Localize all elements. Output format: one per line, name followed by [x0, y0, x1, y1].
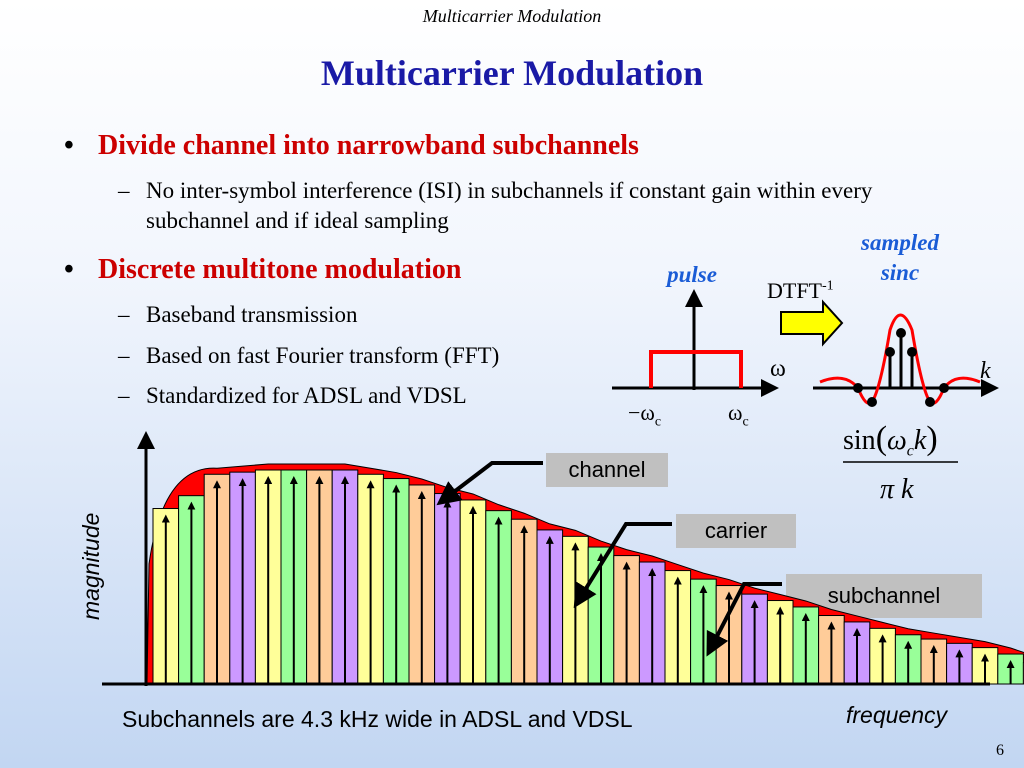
formula-k: k: [913, 425, 927, 456]
dtft-superscript: -1: [822, 278, 834, 294]
subchannel-callout-arrow: [706, 582, 782, 657]
sinc-sample-dot: [867, 397, 877, 407]
sampled-sinc-line2: sinc: [880, 260, 920, 285]
sinc-formula-numerator: sin(ωck): [843, 420, 938, 460]
formula-pi: π: [880, 474, 895, 505]
formula-c: c: [906, 442, 914, 460]
bullet-2-text: Discrete multitone modulation: [98, 254, 462, 285]
sub-bullet-1-1-text: No inter-symbol interference (ISI) in su…: [146, 178, 873, 233]
formula-den-k: k: [901, 474, 914, 505]
dtft-text: DTFT: [767, 278, 822, 303]
slide-header: Multicarrier Modulation: [422, 6, 602, 26]
k-axis-label: k: [980, 358, 991, 384]
omega-c-text: ω: [728, 400, 743, 425]
rect-pulse: [649, 350, 743, 388]
subchannel-callout: subchannel: [786, 574, 982, 618]
sub-bullet-2-2: –Based on fast Fourier transform (FFT): [118, 341, 499, 371]
sub-bullet-2-1: –Baseband transmission: [118, 300, 357, 330]
dash-marker: –: [118, 178, 130, 203]
sub-bullet-2-3-text: Standardized for ADSL and VDSL: [146, 383, 467, 408]
neg-omega-c-label: −ωc: [628, 400, 661, 430]
sinc-sample-dot: [907, 347, 917, 357]
sinc-sample-dot: [885, 347, 895, 357]
carrier-callout: carrier: [676, 514, 796, 548]
page-number: 6: [996, 742, 1004, 759]
omega-c-sub: c: [742, 414, 749, 430]
omega-c-label: ωc: [728, 400, 749, 430]
pulse-label: pulse: [667, 262, 717, 287]
sinc-samples: [853, 328, 949, 407]
dash-marker: –: [118, 343, 130, 368]
spectrum-chart: [102, 431, 1024, 686]
bullet-2: • Discrete multitone modulation: [64, 254, 461, 286]
sinc-diagram: [813, 313, 999, 407]
carrier-callout-arrow: [573, 522, 672, 609]
sampled-sinc-label: sampled sinc: [840, 228, 960, 288]
channel-callout: channel: [546, 453, 668, 487]
bullet-dot: •: [64, 130, 74, 161]
dtft-label: DTFT-1: [767, 278, 834, 304]
omega-axis-label: ω: [770, 356, 786, 382]
slide-title: Multicarrier Modulation: [320, 53, 704, 93]
subchannel-bars: [152, 469, 1024, 685]
sub-bullet-2-2-text: Based on fast Fourier transform (FFT): [146, 343, 500, 368]
bullet-1-text: Divide channel into narrowband subchanne…: [98, 130, 639, 161]
sinc-sample-dot: [853, 383, 863, 393]
dtft-arrow-icon: [780, 299, 844, 347]
sinc-sample-dot: [939, 383, 949, 393]
dash-marker: –: [118, 383, 130, 408]
bullet-dot: •: [64, 254, 74, 285]
subchannel-width-note: Subchannels are 4.3 kHz wide in ADSL and…: [122, 706, 633, 732]
sub-bullet-1-1: –No inter-symbol interference (ISI) in s…: [118, 176, 908, 236]
formula-omega: ω: [887, 425, 907, 456]
formula-sin: sin: [843, 425, 876, 456]
sinc-sample-dot: [896, 328, 906, 338]
pulse-diagram: [612, 289, 779, 397]
sub-bullet-2-3: –Standardized for ADSL and VDSL: [118, 381, 467, 411]
sub-bullet-2-1-text: Baseband transmission: [146, 302, 358, 327]
bullet-1: • Divide channel into narrowband subchann…: [64, 130, 639, 162]
sampled-sinc-line1: sampled: [861, 230, 939, 255]
neg-omega-c-sub: c: [654, 414, 662, 430]
dash-marker: –: [118, 302, 130, 327]
sinc-sample-dot: [925, 397, 935, 407]
channel-callout-arrow: [436, 461, 543, 506]
x-axis-label: frequency: [846, 702, 948, 728]
sinc-formula-denominator: π k: [880, 474, 913, 506]
neg-omega-c-text: −ω: [628, 400, 655, 425]
